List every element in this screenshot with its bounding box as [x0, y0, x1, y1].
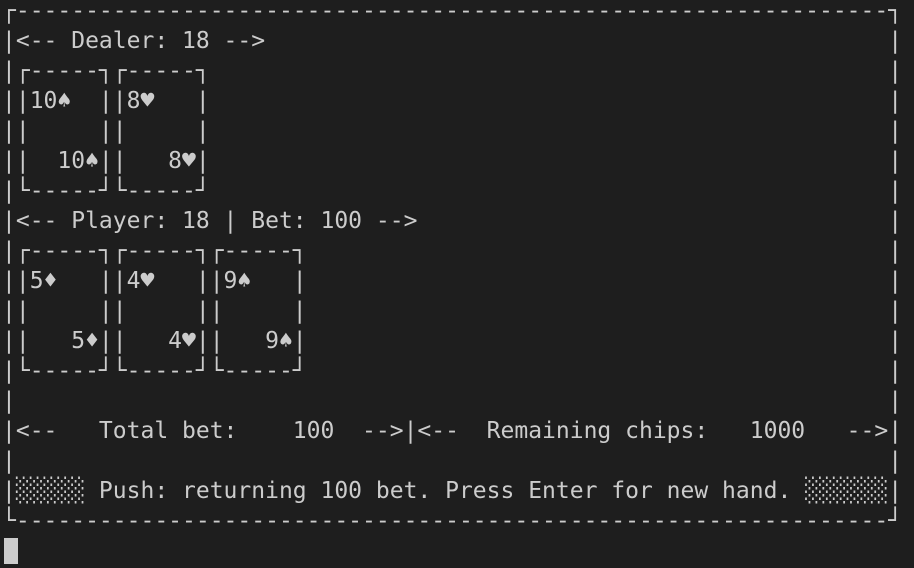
frame-border-top: ┌---------------------------------------…	[2, 0, 903, 24]
player-cards-middle: || || || | |	[2, 298, 903, 324]
dealer-cards-middle: || || | |	[2, 118, 903, 144]
dealer-cards-border-top: |┌-----┐┌-----┐ |	[2, 58, 903, 84]
status-message-row: |░░░░░ Push: returning 100 bet. Press En…	[2, 478, 903, 504]
frame-border-bottom: └---------------------------------------…	[2, 508, 903, 534]
dealer-cards-border-bottom: |└-----┘└-----┘ |	[2, 178, 903, 204]
dealer-header: |<-- Dealer: 18 --> |	[2, 28, 903, 54]
dealer-cards-rank-top: ||10♠ ||8♥ | |	[2, 88, 903, 114]
totals-row: |<-- Total bet: 100 -->|<-- Remaining ch…	[2, 418, 903, 444]
player-cards-border-top: |┌-----┐┌-----┐┌-----┐ |	[2, 238, 903, 264]
terminal-cursor	[4, 538, 18, 564]
player-cards-rank-top: ||5♦ ||4♥ ||9♠ | |	[2, 268, 903, 294]
cursor-row	[2, 538, 914, 568]
spacer-row-upper: | |	[2, 388, 903, 414]
player-header: |<-- Player: 18 | Bet: 100 --> |	[2, 208, 903, 234]
spacer-row-lower: | |	[2, 448, 903, 474]
player-cards-border-bottom: |└-----┘└-----┘└-----┘ |	[2, 358, 903, 384]
player-cards-rank-bottom: || 5♦|| 4♥|| 9♠| |	[2, 328, 903, 354]
dealer-cards-rank-bottom: || 10♠|| 8♥| |	[2, 148, 903, 174]
